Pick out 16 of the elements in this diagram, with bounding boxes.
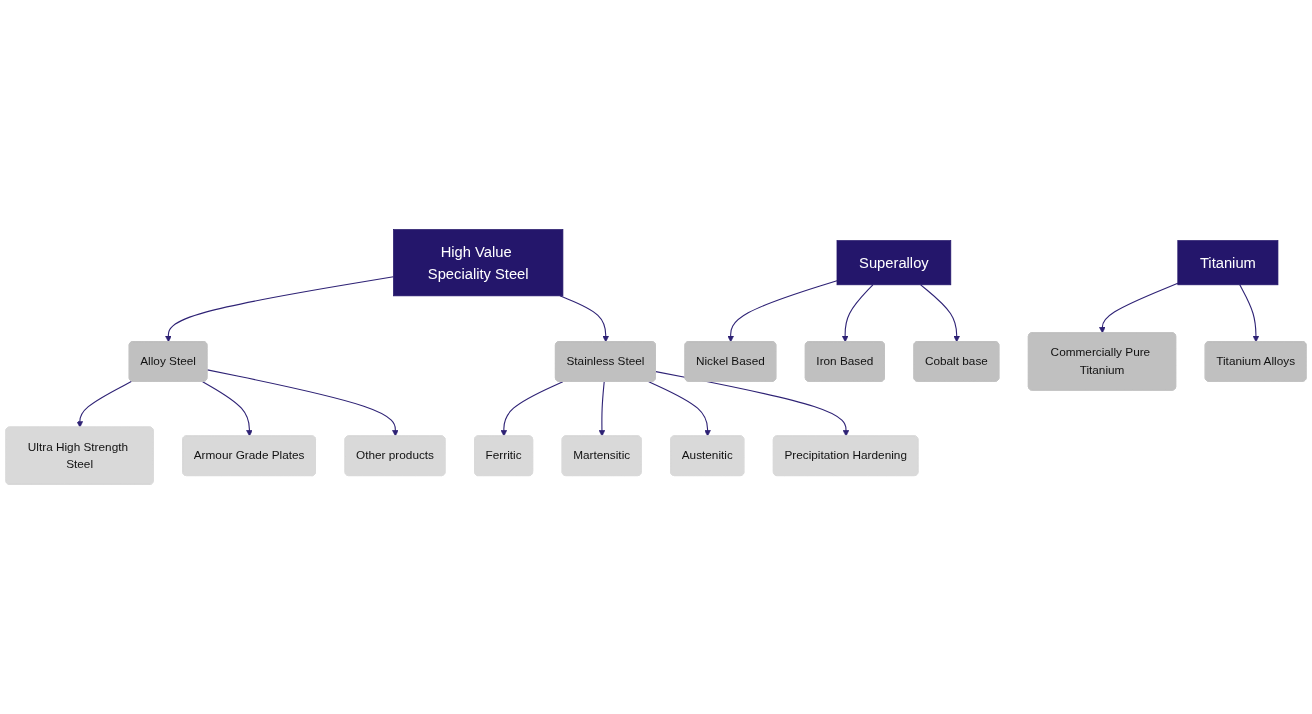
arrow bbox=[206, 369, 399, 437]
arrow bbox=[648, 381, 711, 437]
node-box: Superalloy bbox=[836, 240, 952, 286]
arrow bbox=[655, 371, 850, 437]
arrow bbox=[727, 280, 838, 343]
arrow bbox=[1099, 282, 1179, 334]
node-box: Titanium bbox=[1177, 240, 1279, 286]
arrow bbox=[500, 381, 564, 437]
arrow bbox=[202, 381, 253, 437]
arrow bbox=[1239, 284, 1260, 343]
arrow bbox=[76, 380, 133, 428]
arrow bbox=[598, 381, 606, 437]
arrow bbox=[920, 284, 960, 343]
arrow bbox=[165, 276, 395, 343]
arrow bbox=[841, 284, 874, 343]
node-box: High Value Speciality Steel bbox=[393, 229, 564, 297]
